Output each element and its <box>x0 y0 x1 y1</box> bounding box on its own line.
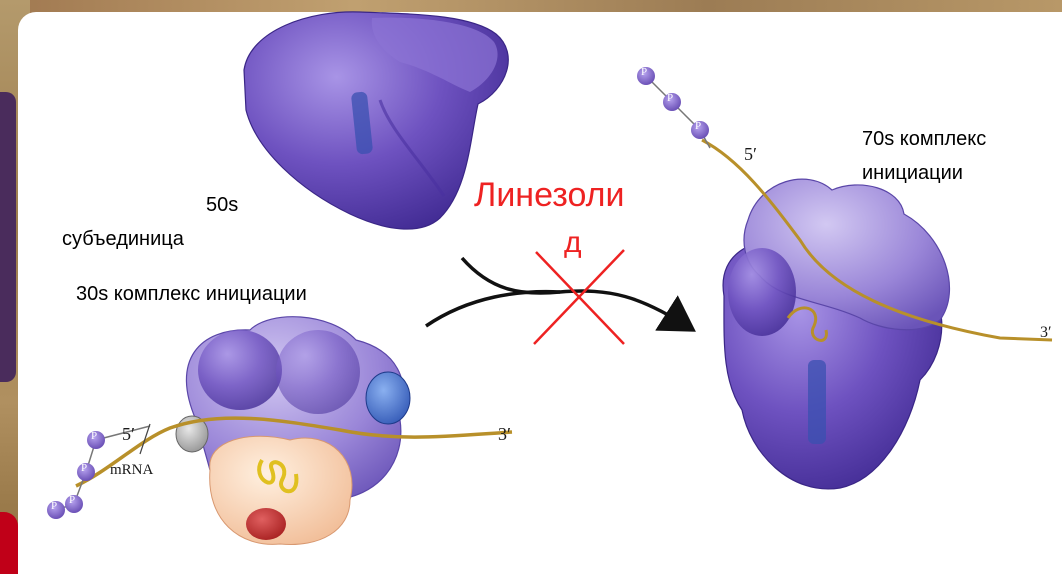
subunit-50s <box>244 12 508 229</box>
blocked-cross <box>534 250 624 344</box>
three-prime-30s: 3′ <box>498 424 511 445</box>
label-70s-initiation: инициации <box>862 162 963 185</box>
three-prime-70s: 3′ <box>1040 324 1052 342</box>
drug-name-line1: Линезоли <box>474 176 624 215</box>
phosphate-letter: P <box>91 430 97 442</box>
label-70s-complex: 70s комплекс <box>862 128 986 151</box>
phosphate-letter: P <box>69 494 75 506</box>
phosphate-letter: P <box>81 462 87 474</box>
drug-name-line2: д <box>564 226 582 260</box>
five-prime-30s: 5′ <box>122 424 135 445</box>
label-50s: 50s <box>206 194 238 217</box>
mrna-label: mRNA <box>110 462 153 479</box>
phosphate-letter: P <box>667 92 673 104</box>
phosphate-letter: P <box>641 66 647 78</box>
phosphate-letter: P <box>695 120 701 132</box>
five-prime-70s: 5′ <box>744 144 757 165</box>
complex-70s-figure <box>646 76 1052 489</box>
label-30s-complex: 30s комплекс инициации <box>76 283 307 306</box>
label-50s-subunit: субъединица <box>62 228 184 251</box>
phosphate-letter: P <box>51 500 57 512</box>
